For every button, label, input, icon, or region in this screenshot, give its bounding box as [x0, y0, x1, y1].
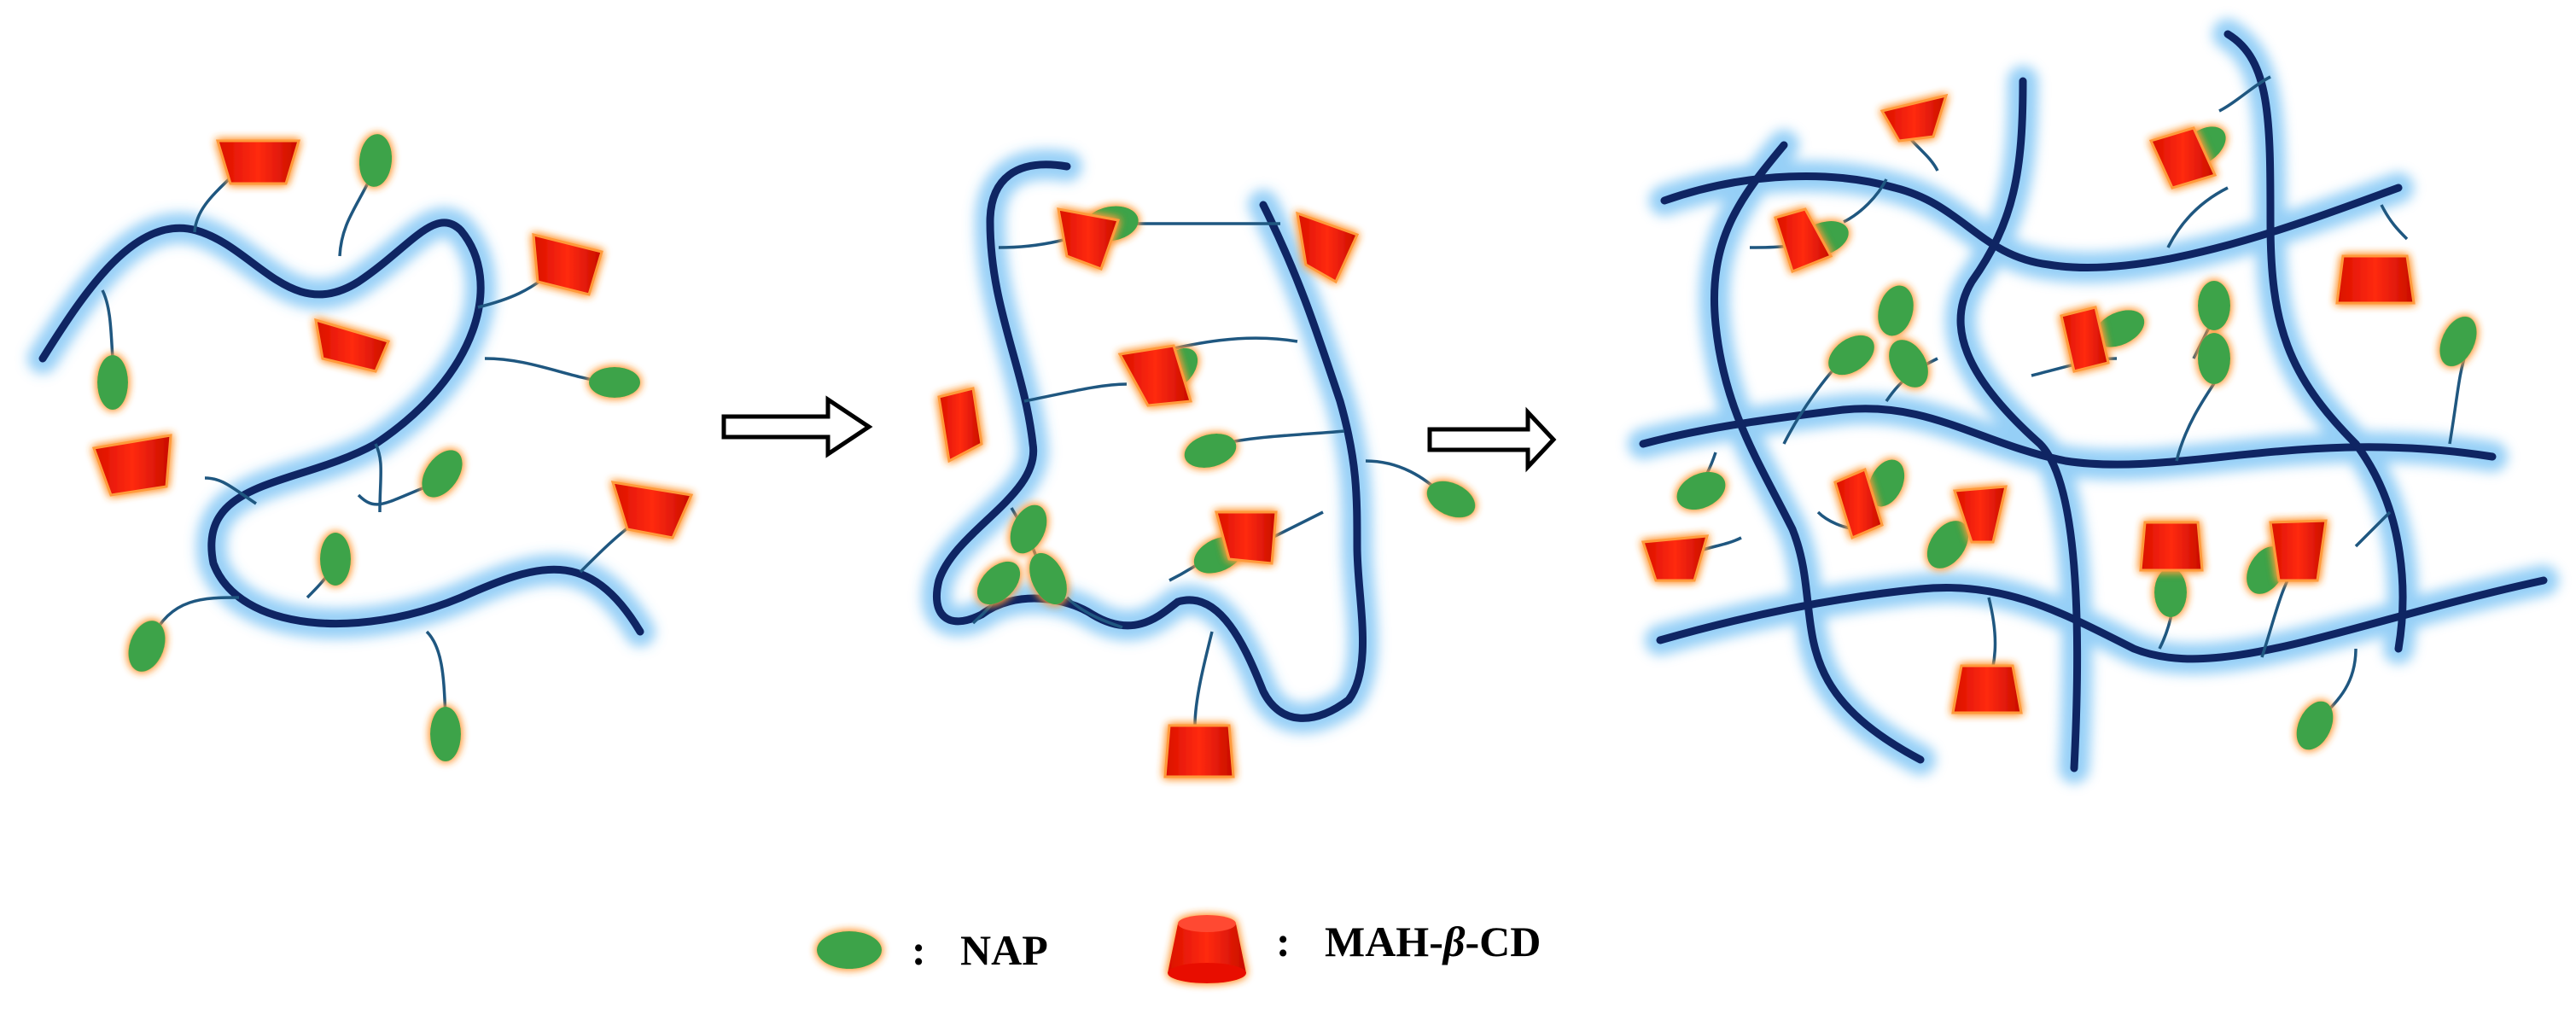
arrow-right-icon [721, 395, 873, 458]
stage-1-backbone [38, 219, 644, 636]
stage-3-network [1628, 19, 2559, 784]
cd-icon [314, 318, 391, 373]
network-chain [2223, 30, 2407, 653]
cd-icon [1951, 664, 2023, 714]
nap-icon [2198, 281, 2230, 330]
cd-icon [1774, 207, 1833, 273]
cd-icon [91, 434, 172, 497]
nap-icon [2094, 310, 2145, 347]
nap-icon [1868, 459, 1905, 507]
network-chain [1639, 405, 2497, 469]
network-chain [1956, 77, 2082, 772]
cd-icon [1952, 485, 2008, 544]
nap-icon [1426, 481, 1476, 518]
network-chain [1711, 141, 1925, 764]
cd-icon [1641, 534, 1710, 582]
network-chain [1660, 172, 2403, 271]
legend-cd-label: MAH-β-CD [1325, 918, 1541, 965]
nap-icon [1878, 285, 1914, 336]
cd-icon [937, 387, 983, 463]
nap-icon [1029, 552, 1067, 605]
nap-icon [589, 367, 640, 398]
stage-2-backbone [932, 160, 1367, 722]
cd-icon [215, 139, 301, 185]
nap-icon [128, 621, 166, 672]
cd-icon [1163, 724, 1235, 778]
legend-nap-colon: : [912, 926, 926, 974]
stage-1-polymer-chains [27, 134, 694, 761]
nap-icon [2439, 316, 2477, 367]
arrow-right-icon [1427, 406, 1557, 473]
cd-icon [1168, 915, 1246, 983]
legend-cd-prefix: MAH- [1325, 918, 1443, 965]
stage-2-cd-molecules [937, 207, 1360, 778]
cd-icon [2139, 521, 2204, 572]
cd-icon [1117, 344, 1192, 407]
nap-icon [2154, 568, 2187, 617]
nap-icon [976, 561, 1021, 605]
nap-icon [97, 355, 128, 410]
cd-icon [532, 233, 603, 296]
stage-3-backbones [1639, 30, 2548, 772]
legend-nap-label: NAP [960, 926, 1048, 974]
nap-icon [320, 533, 351, 586]
cd-icon [1057, 207, 1120, 271]
legend-cd-beta: β [1442, 918, 1466, 965]
stage-3-backbone-glow [1628, 19, 2559, 784]
nap-icon [422, 450, 463, 498]
stage-1-nap-molecules [97, 134, 640, 761]
nap-icon [2296, 701, 2334, 750]
legend-cd-suffix: -CD [1465, 918, 1541, 965]
nap-icon [1828, 335, 1874, 376]
nap-icon [1010, 504, 1047, 554]
stage-2-nap-molecules [976, 206, 1476, 605]
nap-icon [1889, 340, 1928, 388]
nap-icon [430, 707, 461, 761]
cd-icon [2335, 254, 2416, 305]
stage-1-cd-molecules [91, 139, 694, 539]
nap-icon [1184, 433, 1237, 469]
cd-icon [1215, 510, 1278, 565]
network-chain [1656, 576, 2548, 663]
cd-icon [2060, 306, 2110, 373]
nap-icon [1926, 521, 1969, 568]
legend-cd-colon: : [1276, 918, 1291, 965]
stage-2-folded-chain [921, 149, 1476, 778]
nap-icon [1676, 471, 1726, 510]
cd-icon [1296, 211, 1360, 284]
cd-icon [2269, 519, 2328, 582]
nap-icon [2198, 333, 2230, 384]
legend-item-nap: : NAP [817, 926, 1048, 974]
nap-icon [358, 134, 393, 187]
nap-icon [817, 931, 882, 969]
legend-item-cd: : MAH-β-CD [1168, 915, 1541, 983]
cd-icon [1833, 467, 1884, 540]
cd-icon [610, 481, 694, 539]
cd-icon [1880, 93, 1949, 143]
stage-3-cd-molecules [1641, 93, 2416, 714]
cd-icon [2148, 126, 2218, 189]
stage-3-nap-molecules [1676, 126, 2477, 750]
legend: : NAP : MAH-β-CD [817, 915, 1541, 983]
